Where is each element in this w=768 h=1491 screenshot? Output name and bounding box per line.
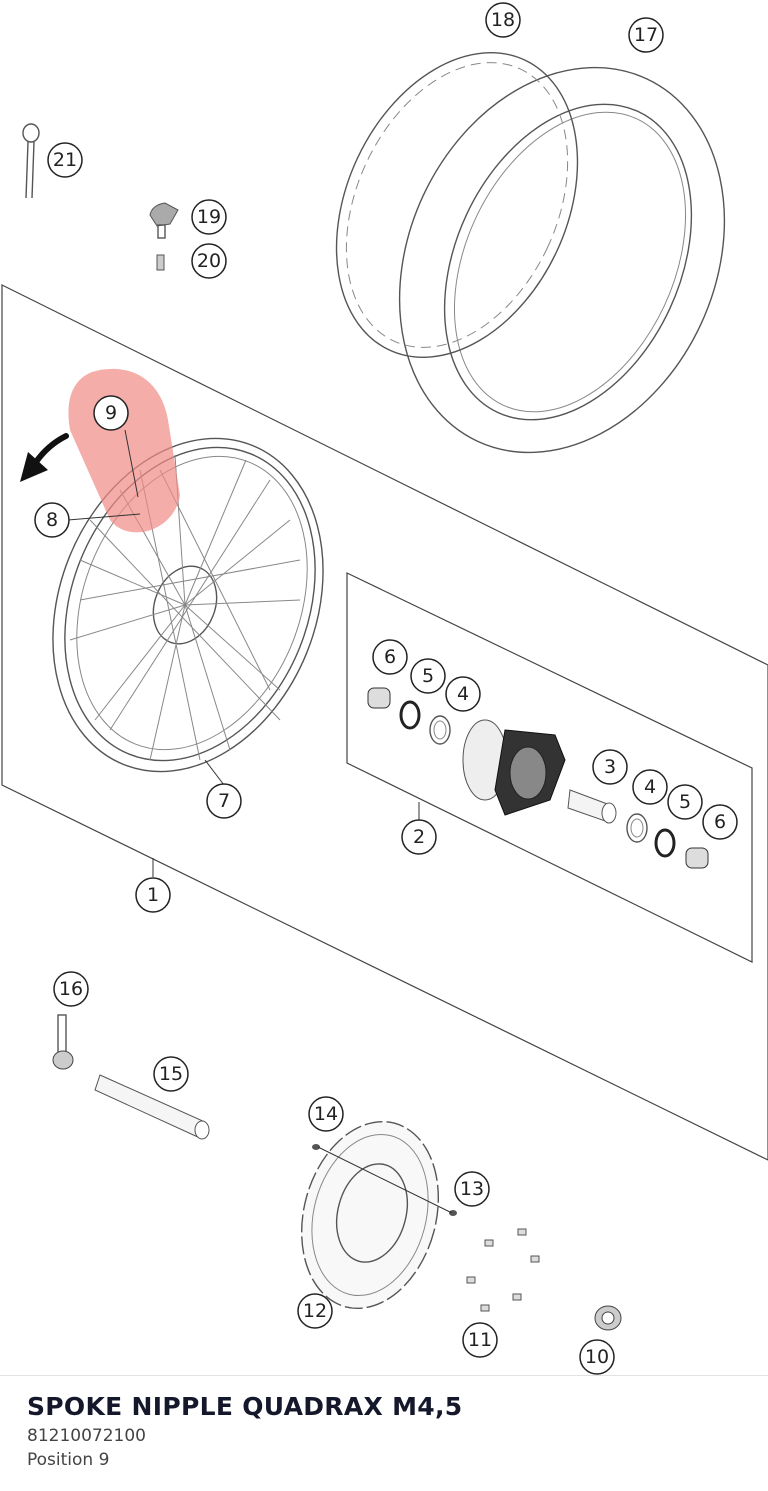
callout-13[interactable]: 13 bbox=[454, 1171, 490, 1207]
rim-tape-part bbox=[335, 52, 579, 358]
svg-text:4: 4 bbox=[457, 683, 469, 705]
callout-8[interactable]: 8 bbox=[34, 502, 70, 538]
leader-lines bbox=[67, 429, 453, 1214]
svg-text:1: 1 bbox=[147, 884, 159, 906]
svg-text:11: 11 bbox=[468, 1329, 492, 1351]
svg-text:16: 16 bbox=[59, 978, 83, 1000]
callout-6-left[interactable]: 6 bbox=[372, 639, 408, 675]
callout-19[interactable]: 19 bbox=[191, 199, 227, 235]
svg-text:19: 19 bbox=[197, 206, 221, 228]
callout-9[interactable]: 9 bbox=[93, 395, 129, 431]
svg-text:15: 15 bbox=[159, 1063, 183, 1085]
callout-4-right[interactable]: 4 bbox=[632, 769, 668, 805]
callout-14[interactable]: 14 bbox=[308, 1096, 344, 1132]
callout-1[interactable]: 1 bbox=[135, 877, 171, 913]
brake-disc-part bbox=[300, 1120, 440, 1310]
spacer-part bbox=[567, 789, 617, 824]
callout-3[interactable]: 3 bbox=[592, 749, 628, 785]
svg-text:12: 12 bbox=[303, 1300, 327, 1322]
callout-21[interactable]: 21 bbox=[47, 142, 83, 178]
svg-text:6: 6 bbox=[714, 811, 726, 833]
axle-part bbox=[94, 1074, 210, 1140]
bushing-left-part bbox=[367, 687, 391, 709]
nut-part bbox=[594, 1305, 622, 1331]
svg-text:14: 14 bbox=[314, 1103, 338, 1125]
hub-frame bbox=[346, 572, 753, 963]
svg-text:5: 5 bbox=[679, 791, 691, 813]
hub-part bbox=[462, 719, 566, 816]
svg-text:3: 3 bbox=[604, 756, 616, 778]
svg-text:8: 8 bbox=[46, 509, 58, 531]
svg-text:4: 4 bbox=[644, 776, 656, 798]
svg-text:5: 5 bbox=[422, 665, 434, 687]
direction-arrow-icon bbox=[20, 433, 69, 482]
assembly-frame bbox=[1, 284, 768, 1161]
callout-12[interactable]: 12 bbox=[297, 1293, 333, 1329]
svg-text:20: 20 bbox=[197, 250, 221, 272]
callout-5-left[interactable]: 5 bbox=[410, 658, 446, 694]
callout-2[interactable]: 2 bbox=[401, 819, 437, 855]
callout-17[interactable]: 17 bbox=[628, 17, 664, 53]
svg-text:7: 7 bbox=[218, 790, 230, 812]
axle-clamp-part bbox=[52, 1014, 74, 1070]
callout-15[interactable]: 15 bbox=[153, 1056, 189, 1092]
callout-16[interactable]: 16 bbox=[53, 971, 89, 1007]
valve-insert-part bbox=[156, 254, 165, 271]
bearing-right-part bbox=[626, 813, 648, 843]
callout-7[interactable]: 7 bbox=[206, 783, 242, 819]
highlight-position-9 bbox=[68, 368, 180, 533]
seal-left-part bbox=[399, 700, 421, 730]
callout-10[interactable]: 10 bbox=[579, 1339, 615, 1375]
part-number: 81210072100 bbox=[27, 1426, 146, 1446]
callout-4-left[interactable]: 4 bbox=[445, 676, 481, 712]
part-name: SPOKE NIPPLE QUADRAX M4,5 bbox=[27, 1392, 463, 1421]
tool-part bbox=[22, 123, 40, 199]
svg-text:6: 6 bbox=[384, 646, 396, 668]
callout-11[interactable]: 11 bbox=[462, 1322, 498, 1358]
part-position: Position 9 bbox=[27, 1450, 110, 1470]
callout-20[interactable]: 20 bbox=[191, 243, 227, 279]
callout-5-right[interactable]: 5 bbox=[667, 784, 703, 820]
svg-text:10: 10 bbox=[585, 1346, 609, 1368]
bushing-right-part bbox=[685, 847, 709, 869]
svg-text:17: 17 bbox=[634, 24, 658, 46]
seal-right-part bbox=[654, 828, 676, 858]
callout-18[interactable]: 18 bbox=[485, 2, 521, 38]
part-info-panel: SPOKE NIPPLE QUADRAX M4,5 81210072100 Po… bbox=[0, 1375, 768, 1491]
wheel-part bbox=[52, 437, 324, 773]
diagram-canvas: 1 2 3 4 4 5 5 6 6 7 8 9 10 11 12 13 14 1… bbox=[1, 2, 768, 1375]
svg-text:21: 21 bbox=[53, 149, 77, 171]
callout-6-right[interactable]: 6 bbox=[702, 804, 738, 840]
bearing-left-part bbox=[429, 715, 451, 745]
svg-text:9: 9 bbox=[105, 402, 117, 424]
svg-text:13: 13 bbox=[460, 1178, 484, 1200]
tire-part bbox=[398, 66, 726, 454]
svg-text:2: 2 bbox=[413, 826, 425, 848]
bolt-part bbox=[312, 1144, 457, 1216]
svg-text:18: 18 bbox=[491, 9, 515, 31]
screws-part bbox=[466, 1228, 540, 1312]
exploded-parts-diagram[interactable]: 1 2 3 4 4 5 5 6 6 7 8 9 10 11 12 13 14 1… bbox=[0, 0, 768, 1375]
valve-cap-part bbox=[149, 202, 179, 239]
